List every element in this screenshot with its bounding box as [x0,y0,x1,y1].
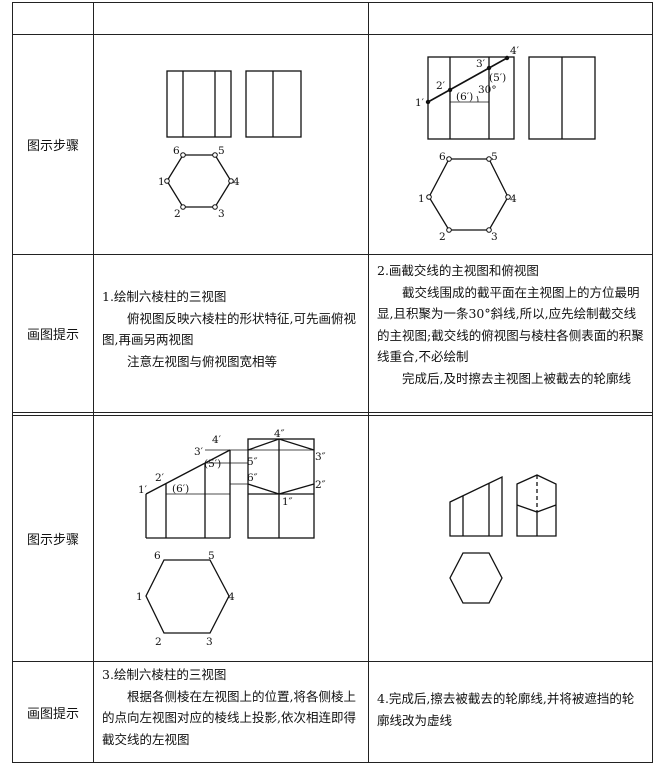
point-label-6-prime: (6′) [456,91,473,103]
point-label-3-prime: 3′ [194,446,204,458]
vertex-label-5: 5 [491,151,498,163]
vertex-label-3: 3 [218,208,225,220]
angle-label: 30° [478,84,497,96]
point-label-3-double: 3″ [315,451,326,463]
vertex-label-3: 3 [206,636,213,648]
angle-arc [476,95,479,103]
table-rule [12,34,653,35]
vertex-label-6: 6 [173,145,180,157]
vertex-label-1: 1 [136,591,143,603]
vertex-label-5: 5 [208,550,215,562]
table-rule [12,412,653,413]
point-label-5-double: 5″ [247,456,258,468]
table-rule [12,415,653,416]
front-view-outline [449,475,503,537]
section-outline [247,483,280,495]
hint-2-para-1: 截交线围成的截平面在主视图上的方位最明显,且积聚为一条30°斜线,所以,应先绘制… [377,284,644,365]
vertex-label-4: 4 [233,176,240,188]
row-label-hints-1: 画图提示 [26,328,79,343]
cut-line [145,449,231,495]
hint-step-2: 2.画截交线的主视图和俯视图 截交线围成的截平面在主视图上的方位最明显,且积聚为… [369,260,652,389]
point-label-6-double: 6″ [247,472,258,484]
vertex-label-1: 1 [158,176,165,188]
table-rule [12,254,653,255]
table-rule [12,661,653,662]
hint-step-4: 4.完成后,擦去被截去的轮廓线,并将被遮挡的轮廓线改为虚线 [369,688,652,731]
table-column-rule [93,2,94,763]
front-view-outline [166,70,232,138]
hint-1-para-2: 注意左视图与俯视图宽相等 [127,353,278,369]
vertex-label-1: 1 [418,193,425,205]
point-label-1-double: 1″ [282,496,293,508]
vertex-label-6: 6 [439,151,446,163]
row-label-steps-1: 图示步骤 [26,139,79,154]
hint-step-3: 3.绘制六棱柱的三视图 根据各侧棱在左视图上的位置,将各侧棱上的点向左视图对应的… [94,664,368,750]
hint-1-para-1: 俯视图反映六棱柱的形状特征,可先画俯视图,再画另两视图 [102,310,356,348]
point-label-4-prime: 4′ [212,434,222,446]
row-label-hints-2: 画图提示 [26,706,79,722]
point-label-1-prime: 1′ [138,484,148,496]
point-label-4-double: 4″ [274,428,285,440]
hint-4-title: 4.完成后,擦去被截去的轮廓线,并将被遮挡的轮廓线改为虚线 [377,691,635,728]
table-border-left [12,2,13,763]
point-label-5-prime: (5′) [204,458,221,470]
hint-2-para-2: 完成后,及时擦去主视图上被截去的轮廓线 [402,370,631,386]
point-label-2-prime: 2′ [155,472,165,484]
point-label-4-prime: 4′ [510,45,520,57]
left-view-outline [516,474,557,537]
top-view-hexagon [145,559,230,634]
hint-step-1: 1.绘制六棱柱的三视图 俯视图反映六棱柱的形状特征,可先画俯视图,再画另两视图 … [94,286,368,372]
hint-3-para-1: 根据各侧棱在左视图上的位置,将各侧棱上的点向左视图对应的棱线上投影,依次相连即得… [102,688,356,747]
front-view-outline [427,56,515,140]
point-label-6-prime: (6′) [172,483,189,495]
vertex-label-2: 2 [439,231,446,243]
table-border-top [12,2,653,3]
top-view-hexagon [449,552,503,604]
cut-line [427,57,508,103]
vertex-label-5: 5 [218,145,225,157]
table-column-rule [368,2,369,763]
point-label-3-prime: 3′ [476,58,486,70]
vertex-label-3: 3 [491,231,498,243]
hint-1-title: 1.绘制六棱柱的三视图 [102,289,227,304]
vertex-label-4: 4 [510,193,517,205]
hint-3-title: 3.绘制六棱柱的三视图 [102,667,227,682]
point-label-2-prime: 2′ [436,80,446,92]
point-label-2-double: 2″ [315,479,326,491]
point-label-5-prime: (5′) [489,72,506,84]
vertex-label-2: 2 [155,636,162,648]
vertex-label-4: 4 [228,591,235,603]
section-outline [247,438,315,451]
section-outline [278,483,315,495]
hint-2-title: 2.画截交线的主视图和俯视图 [377,263,539,278]
vertex-label-2: 2 [174,208,181,220]
vertex-label-6: 6 [154,550,161,562]
point-label-1-prime: 1′ [415,97,425,109]
row-label-steps-2: 图示步骤 [26,533,79,548]
